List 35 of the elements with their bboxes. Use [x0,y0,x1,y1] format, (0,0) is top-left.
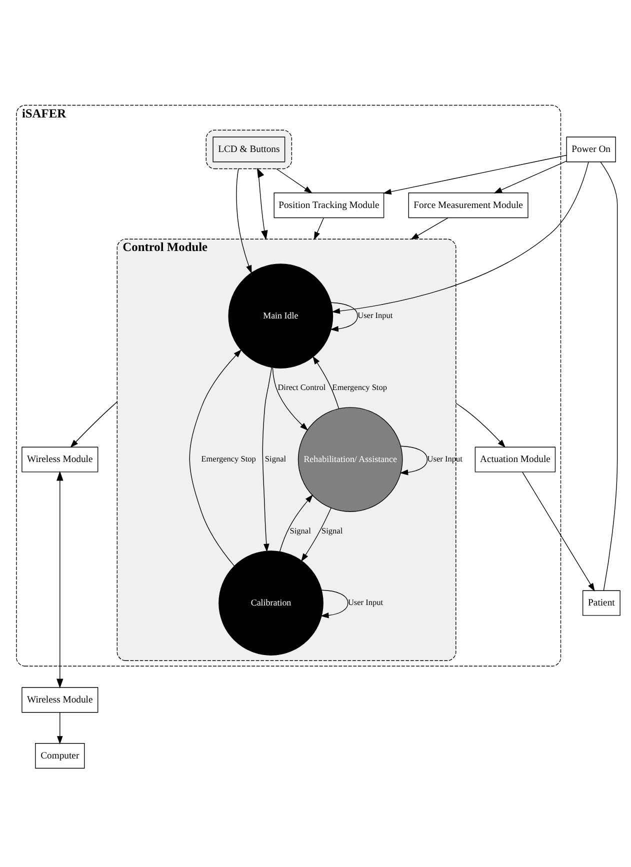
node-box: Computer [35,742,85,768]
arrow [312,355,340,408]
arrow [400,445,428,475]
connector [600,161,618,590]
arrow [410,216,448,240]
arrow [276,168,312,193]
node-circle: Calibration [218,550,324,655]
node-circle: Rehabilitation/ Assistance [298,406,403,512]
arrow [57,712,63,744]
node-box: Power On [566,136,616,162]
arrow [330,302,358,332]
arrow [189,348,242,566]
node-box: Position Tracking Module [274,192,384,218]
arrow [272,366,308,430]
arrow [56,470,64,688]
node-box: Actuation Module [474,446,556,472]
arrow [301,507,332,562]
node-box: Wireless Module [22,686,98,712]
node-box: Wireless Module [22,446,98,472]
arrow [522,471,595,591]
arrow [70,400,118,448]
arrow [236,168,252,274]
arrow [494,160,567,193]
arrow [262,366,272,552]
arrow [256,167,268,240]
arrow [279,494,314,552]
node-box: LCD & Buttons [212,136,286,162]
node-box: Patient [582,590,620,616]
arrow [456,402,506,448]
arrow [314,217,324,240]
cluster [206,129,292,169]
node-box: Force Measurement Module [408,192,528,218]
arrow [320,589,348,618]
arrow [332,161,589,314]
arrow [383,154,567,194]
